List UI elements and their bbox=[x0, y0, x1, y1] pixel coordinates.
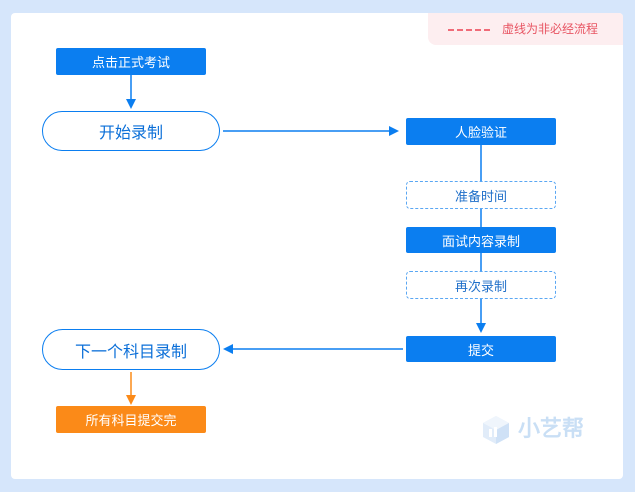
connector-arrows bbox=[126, 75, 486, 405]
flowchart-canvas: 虚线为非必经流程 点击正式考试 开始录制 人脸验证 准备时间 面试内容录制 再次… bbox=[11, 13, 623, 479]
node-all-submitted: 所有科目提交完 bbox=[56, 406, 206, 433]
node-start-record: 开始录制 bbox=[42, 111, 220, 151]
brand-name: 小艺帮 bbox=[518, 417, 585, 442]
brand-cube-icon bbox=[483, 416, 509, 444]
node-prep-time: 准备时间 bbox=[406, 181, 556, 209]
brand-logo: 小艺帮 bbox=[480, 414, 600, 446]
node-face-verify: 人脸验证 bbox=[406, 118, 556, 145]
legend-label: 虚线为非必经流程 bbox=[502, 22, 599, 36]
node-start-exam: 点击正式考试 bbox=[56, 48, 206, 75]
node-submit: 提交 bbox=[406, 336, 556, 362]
legend: 虚线为非必经流程 bbox=[428, 13, 623, 45]
node-interview-record: 面试内容录制 bbox=[406, 227, 556, 253]
node-re-record: 再次录制 bbox=[406, 271, 556, 299]
node-next-subject: 下一个科目录制 bbox=[42, 329, 220, 370]
legend-dash-sample bbox=[448, 29, 490, 31]
